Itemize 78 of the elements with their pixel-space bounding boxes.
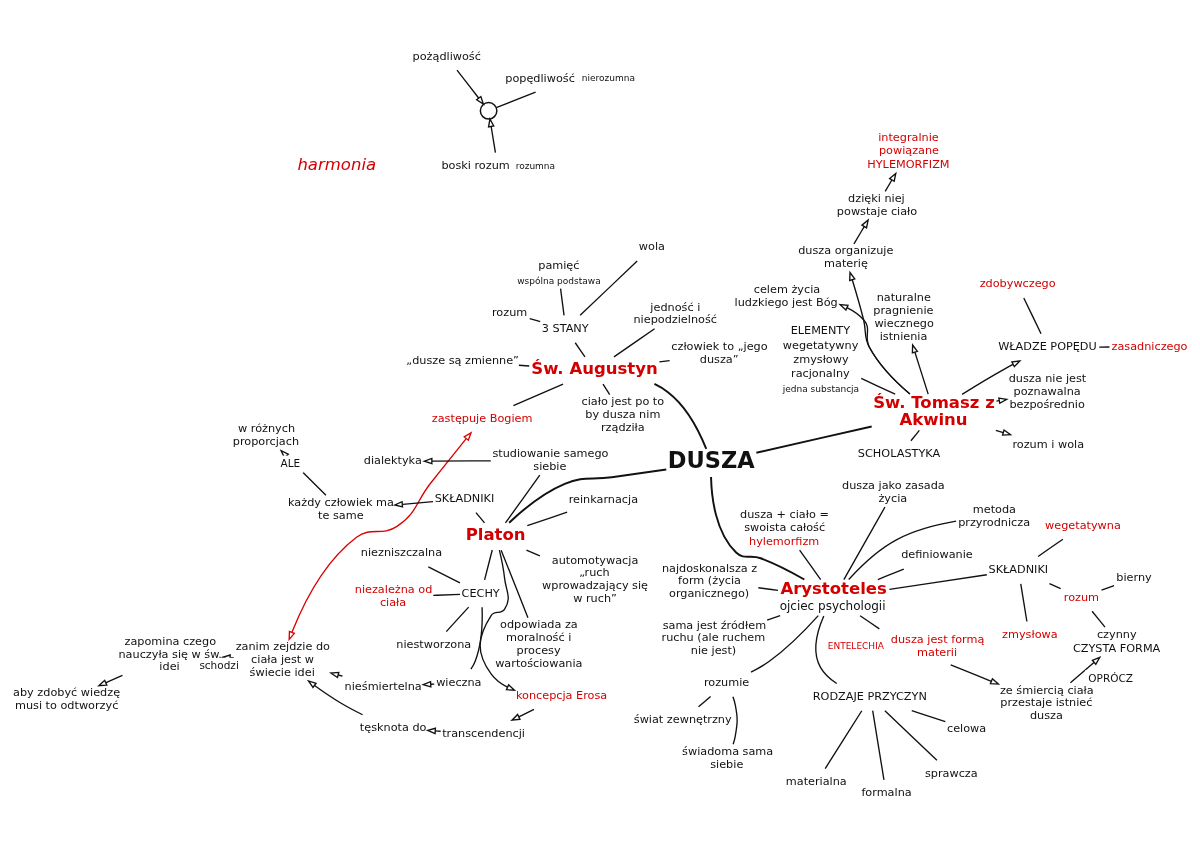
node-text: boski rozum [441,158,510,172]
node-text: „dusze są zmienne” [406,353,519,367]
node-text: dusza organizuje materię [798,243,894,270]
node-text: definiowanie [901,547,973,561]
node-text: najdoskonalsza z form (życia organicznego) [661,561,758,600]
node-text: SKŁADNIKI [988,562,1049,576]
node-text: niezniszczalna [360,545,443,559]
node-text: ciało jest po to by dusza nim rządziła [581,394,665,434]
node-text: celowa [946,721,987,735]
node-text: koncepcja Erosa [515,688,608,702]
node-text: świadoma sama siebie [682,744,774,771]
node-text: materialna [785,774,847,788]
node-label: jedna substancja [782,383,860,394]
node-text: czynny CZYSTA FORMA [1072,627,1161,655]
node-text: rozum [1063,590,1100,604]
node-text: DUSZA [667,446,755,473]
node-text: wola [638,239,665,253]
node-text: Platon [465,524,526,544]
node-text: formalna [861,786,912,799]
node-text: Św. Augustyn [531,358,658,378]
node-text: rozum i wola [1012,437,1085,451]
node-text: świat zewnętrzny [633,712,732,726]
node-text: sama jest źródłem ruchu (ale ruchem nie jest) [661,618,767,657]
node-text: studiowanie samego siebie [492,446,609,473]
node-text: jedność i niepodzielność [633,300,717,326]
node-text: ELEMENTY wegetatywny zmysłowy racjonalny [782,323,859,380]
node-text: SKŁADNIKI [434,491,495,505]
node-label: wspólna podstawa [517,275,601,286]
node-text: CECHY [461,586,500,600]
edge-label: OPRÓCZ [1088,671,1134,684]
node-text: tęsknota do [359,720,427,734]
node-text: dusza jako zasada życia [842,478,945,505]
edge-label: schodzi [199,658,239,671]
node-text: popędliwość [505,71,575,85]
node-text: dialektyka [363,453,422,467]
node-text: wieczna [436,675,482,689]
node-text: dusza nie jest poznawalna bezpośrednio [1008,371,1087,411]
node-text: reinkarnacja [568,492,639,506]
node-text: metoda przyrodnicza [958,502,1031,529]
node-text: Św. Tomasz z Akwinu [873,392,995,429]
node-text: rozum [491,305,528,319]
label: harmonia [297,154,377,174]
node-text: niezależna od ciała [354,582,433,609]
node-text: naturalne pragnienie wiecznego istnienia [873,290,934,343]
node-text: dusza + ciało = swoista całość hylemorfizm [740,507,829,548]
node-text: zastępuje Bogiem [431,411,533,425]
node-text: automotywacja „ruch wprowadzający się w ruch” [542,553,649,605]
node-text: każdy człowiek ma te same [288,495,394,522]
node-text: 3 STANY [541,321,589,335]
node-text: pamięć [538,258,580,272]
node-text: zdobywczego [979,276,1056,290]
node-text: WŁADZE POPĘDU [998,339,1097,353]
node-text: SCHOLASTYKA [857,446,941,460]
node-text: aby zdobyć wiedzę musi to odtworzyć [13,685,121,712]
node-text: sprawcza [924,766,978,780]
node-text: celem życia ludzkiego jest Bóg [734,282,838,309]
node-text: ze śmiercią ciała przestaje istnieć dusza [999,683,1094,722]
node-text: integralnie powiązane HYLEMORFIZM [867,130,950,171]
node-label: nierozumna [581,72,635,83]
node-text: rozumie [703,675,750,689]
edge-label: ALE [280,456,301,469]
node-text: odpowiada za moralność i procesy wartościowania [495,617,583,670]
node-label: rozumna [515,160,556,171]
node-label: ENTELECHIA [827,640,884,651]
node-text: człowiek to „jego dusza” [671,339,768,366]
node-text: zasadniczego [1111,339,1188,353]
node-text: bierny [1116,570,1152,584]
node-text: niestworzona [396,637,472,651]
node-text: pożądliwość [412,49,481,63]
node-text: dusza jest formą materii [890,632,985,659]
node-text: Arystoteles ojciec psychologii [779,578,887,613]
node-text: dzięki niej powstaje ciało [836,191,918,218]
node-text: RODZAJE PRZYCZYN [812,689,927,703]
node-text: wegetatywna [1045,518,1121,532]
node-text: zmysłowa [1002,627,1058,641]
node-text: transcendencji [442,726,525,740]
node-text: nieśmiertelna [344,679,422,693]
node-text: w różnych proporcjach [232,421,300,448]
